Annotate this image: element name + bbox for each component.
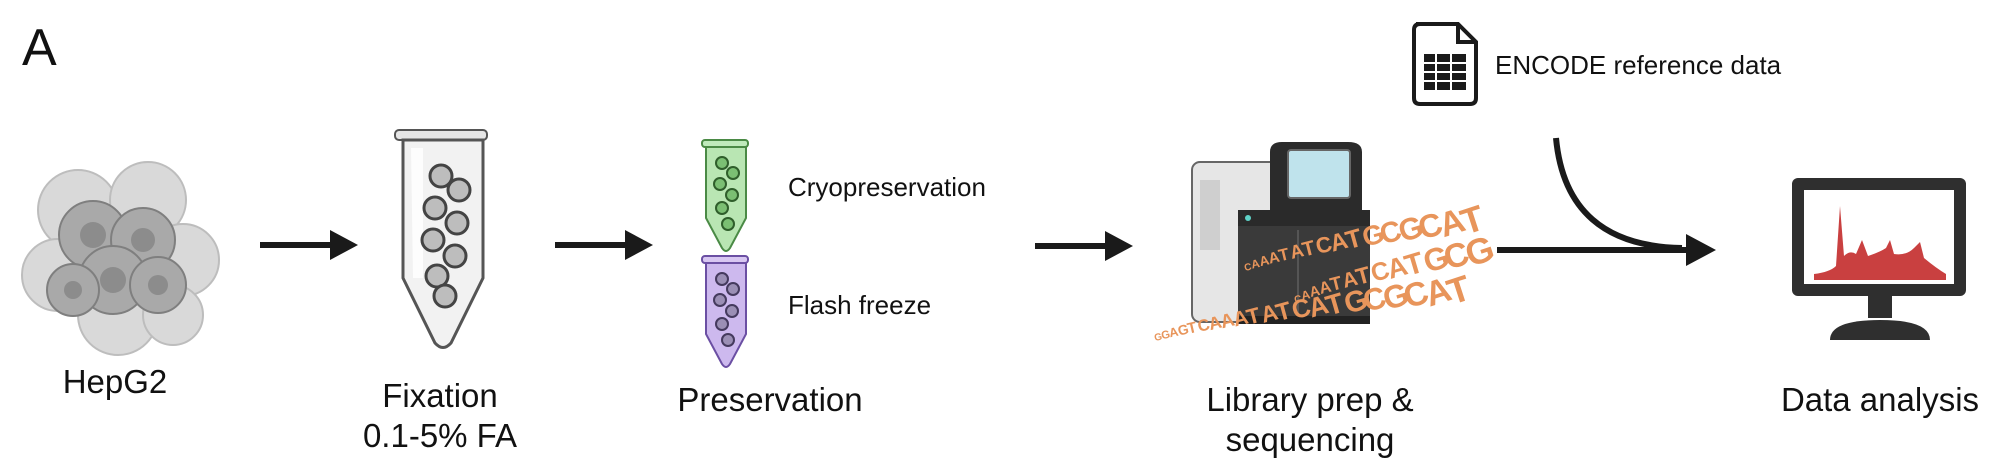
sequence-letter: T [1353,261,1373,290]
sequence-letter: A [1258,252,1271,269]
hepg2-label: HepG2 [62,363,168,400]
sequence-letter: A [1340,267,1360,293]
reference-document-icon [1412,22,1478,106]
monitor-icon [1792,178,1966,340]
sequence-letter: G [1160,328,1171,342]
cryo-tube-icon [701,139,749,252]
sequence-letter: G [1153,332,1163,344]
arrow-icon [555,230,653,260]
sequence-reads-icon: CAAATATCATGCGCATCAAATATCATGCGGGAGTCAAATA… [1153,197,1499,344]
flash-freeze-label: Flash freeze [788,290,932,320]
sequence-letter: G [1176,321,1190,339]
sequence-letter: T [1343,224,1366,255]
sequence-letter: A [1308,283,1322,301]
fixation-label: Fixation 0.1-5% FA [330,376,550,456]
sequence-letter: A [1218,309,1237,333]
sequence-letter: A [1231,306,1251,331]
library-label-line1: Library prep & [1206,381,1414,418]
sequencer-icon [1191,142,1370,324]
reference-label: ENCODE reference data [1495,50,1782,80]
preservation-label: Preservation [677,381,863,418]
sequence-letter: C [1313,231,1335,259]
arrow-icon [260,230,358,260]
flash-freeze-tube-icon [701,255,749,368]
cryopreservation-label: Cryopreservation [788,172,986,202]
sequence-letter: A [1250,257,1262,272]
panel-letter: A [22,19,57,77]
sequence-letter: T [1300,237,1318,262]
sequence-letter: T [1273,297,1295,327]
sequence-letter: A [1317,278,1333,298]
sequence-letter: A [1168,325,1180,341]
sequence-letter: A [1258,298,1281,327]
fixation-label-line1: Fixation [382,377,498,414]
merge-arrow-icon [1497,137,1716,266]
library-label-line2: sequencing [1225,421,1395,458]
library-label: Library prep & sequencing [1180,380,1440,460]
arrow-icon [1035,231,1133,261]
fixation-tube-icon [394,129,488,349]
sequence-letter: A [1206,312,1223,335]
sequence-letter: A [1267,249,1282,268]
sequence-letter: C [1293,294,1302,306]
fixation-label-line2: 0.1-5% FA [362,417,518,454]
sequence-letter: A [1300,287,1312,303]
analysis-label: Data analysis [1780,381,1980,418]
sequence-letter: C [1196,316,1212,336]
sequence-letter: A [1327,227,1351,258]
cell-cluster-icon [21,161,220,356]
sequence-letter: A [1288,239,1306,263]
sequence-letter: C [1243,262,1252,274]
